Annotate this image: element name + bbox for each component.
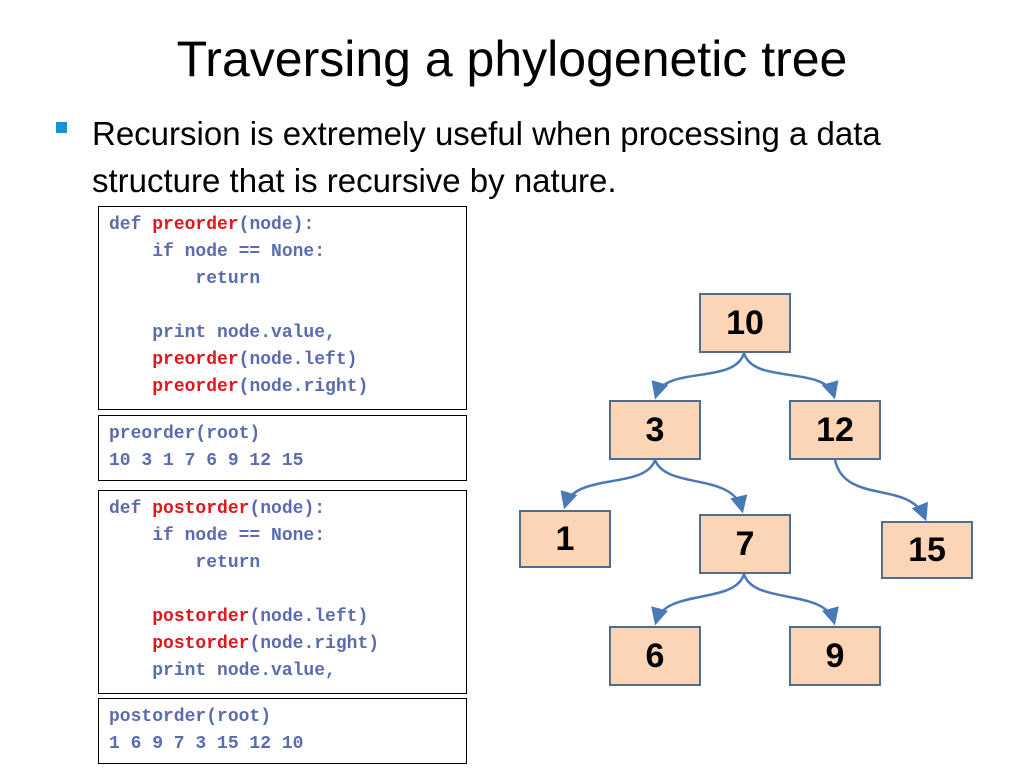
slide-title: Traversing a phylogenetic tree bbox=[176, 31, 848, 87]
code-text: (node.right) bbox=[238, 377, 369, 397]
tree-node-15: 15 bbox=[881, 521, 973, 579]
postorder-code-box: def postorder(node): if node == None: re… bbox=[98, 490, 467, 694]
function-name: postorder bbox=[152, 499, 250, 519]
bullet-text: Recursion is extremely useful when proce… bbox=[92, 115, 881, 199]
tree-node-6: 6 bbox=[609, 626, 701, 686]
code-call: postorder(root) bbox=[109, 707, 272, 727]
code-line: if node == None: bbox=[109, 526, 326, 546]
preorder-output-box: preorder(root) 10 3 1 7 6 9 12 15 bbox=[98, 415, 467, 481]
code-line: return bbox=[109, 553, 261, 573]
function-name: postorder bbox=[152, 634, 250, 654]
bullet-square-icon bbox=[56, 122, 67, 133]
tree-node-7: 7 bbox=[699, 514, 791, 574]
edge-3-1 bbox=[560, 459, 657, 510]
code-text: (node.left) bbox=[249, 607, 369, 627]
code-line: return bbox=[109, 269, 261, 289]
edge-7-6 bbox=[651, 573, 746, 626]
edge-3-7 bbox=[653, 459, 748, 514]
edge-12-15 bbox=[833, 459, 928, 522]
preorder-code-box: def preorder(node): if node == None: ret… bbox=[98, 206, 467, 410]
tree-node-12: 12 bbox=[789, 400, 881, 460]
edge-10-3 bbox=[651, 352, 746, 400]
code-line: def postorder(node): bbox=[109, 496, 325, 523]
code-keyword: def bbox=[109, 499, 153, 519]
code-line: postorder(node.left) bbox=[109, 604, 368, 631]
tree-node-3: 3 bbox=[609, 400, 701, 460]
code-call: preorder(root) bbox=[109, 424, 261, 444]
function-name: postorder bbox=[152, 607, 250, 627]
function-name: preorder bbox=[152, 377, 239, 397]
code-text: (node.right) bbox=[249, 634, 380, 654]
code-output: 10 3 1 7 6 9 12 15 bbox=[109, 451, 304, 471]
tree-node-10: 10 bbox=[699, 293, 791, 353]
code-output: 1 6 9 7 3 15 12 10 bbox=[109, 734, 304, 754]
function-name: preorder bbox=[152, 350, 239, 370]
code-keyword: def bbox=[109, 215, 153, 235]
code-line: print node.value, bbox=[109, 323, 336, 343]
edge-7-9 bbox=[742, 573, 839, 626]
function-name: preorder bbox=[152, 215, 239, 235]
code-text: (node): bbox=[238, 215, 315, 235]
tree-node-1: 1 bbox=[519, 510, 611, 568]
code-line: print node.value, bbox=[109, 661, 336, 681]
code-line: postorder(node.right) bbox=[109, 631, 379, 658]
code-line: preorder(node.left) bbox=[109, 347, 357, 374]
tree-node-9: 9 bbox=[789, 626, 881, 686]
code-line: def preorder(node): bbox=[109, 212, 314, 239]
edge-10-12 bbox=[742, 352, 839, 400]
code-line: preorder(node.right) bbox=[109, 374, 368, 401]
postorder-output-box: postorder(root) 1 6 9 7 3 15 12 10 bbox=[98, 698, 467, 764]
code-text: (node.left) bbox=[238, 350, 358, 370]
code-text: (node): bbox=[249, 499, 326, 519]
code-line: if node == None: bbox=[109, 242, 326, 262]
